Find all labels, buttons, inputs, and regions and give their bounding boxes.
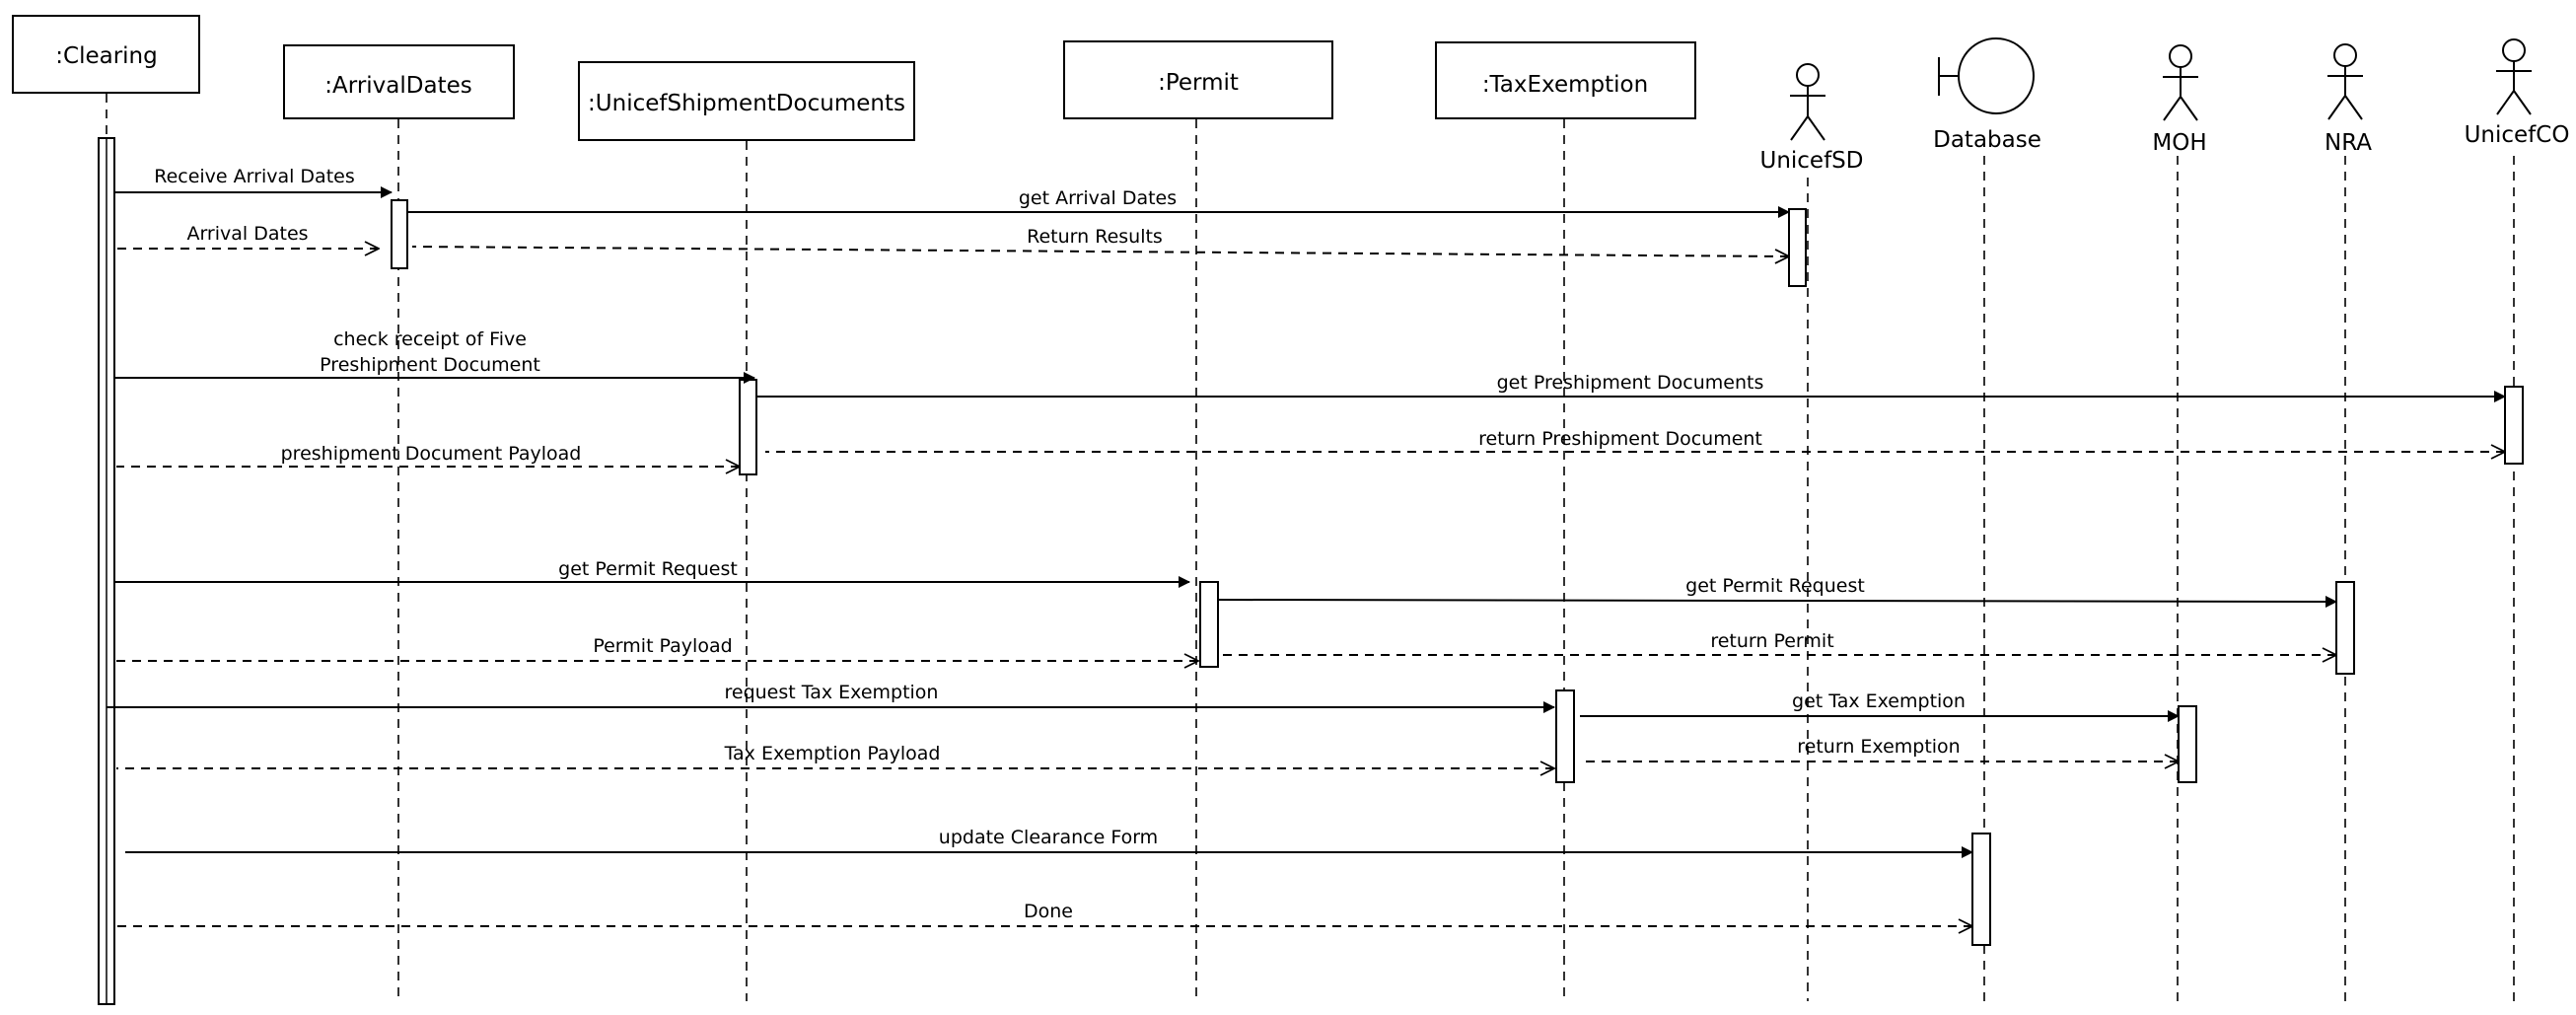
activation-unicefco xyxy=(2504,386,2524,465)
lifelines xyxy=(106,94,2515,1001)
activation-permit xyxy=(1199,581,1219,668)
message-label: Receive Arrival Dates xyxy=(154,166,355,187)
participant-label: :Permit xyxy=(1158,70,1239,96)
message-label: Done xyxy=(1024,901,1073,922)
participant-moh: MOH xyxy=(2152,44,2207,156)
stick-figure-icon xyxy=(1790,63,1825,141)
participant-label: :TaxExemption xyxy=(1482,72,1648,98)
participant-unicef-shipment-documents: :UnicefShipmentDocuments xyxy=(578,61,915,141)
participant-unicefco: UnicefCO xyxy=(2465,38,2570,148)
participant-clearing: :Clearing xyxy=(12,15,200,94)
message-label: Tax Exemption Payload xyxy=(724,743,941,764)
message-label: preshipment Document Payload xyxy=(281,443,582,465)
message-label: update Clearance Form xyxy=(939,827,1158,848)
message-label: get Permit Request xyxy=(558,558,738,580)
message-return-exemption: return Exemption xyxy=(1580,736,2179,761)
message-get-preshipment-documents: get Preshipment Documents xyxy=(756,372,2506,402)
message-label: get Tax Exemption xyxy=(1792,690,1966,712)
message-permit-payload: Permit Payload xyxy=(116,635,1198,661)
participant-label: NRA xyxy=(2325,130,2372,156)
participant-label: UnicefCO xyxy=(2465,122,2570,148)
message-label: Permit Payload xyxy=(593,635,732,657)
message-label: return Exemption xyxy=(1797,736,1960,758)
participant-arrival-dates: :ArrivalDates xyxy=(283,44,515,119)
message-label: get Preshipment Documents xyxy=(1497,372,1764,394)
participant-unicefsd: UnicefSD xyxy=(1759,63,1864,174)
activation-nra xyxy=(2335,581,2355,675)
message-label: return Preshipment Document xyxy=(1478,428,1762,450)
message-return-permit: return Permit xyxy=(1220,630,2336,655)
message-label: return Permit xyxy=(1710,630,1833,652)
activation-arrival-dates xyxy=(391,199,408,269)
message-get-tax-exemption: get Tax Exemption xyxy=(1580,690,2180,722)
activation-moh xyxy=(2178,705,2197,783)
messages: Receive Arrival Dates get Arrival Dates … xyxy=(107,166,2506,926)
participant-database: Database xyxy=(1933,37,2041,153)
message-label: request Tax Exemption xyxy=(725,682,939,703)
boundary-icon xyxy=(1938,37,2035,114)
message-return-preshipment-document: return Preshipment Document xyxy=(765,428,2505,452)
participant-nra: NRA xyxy=(2325,43,2372,156)
stick-figure-icon xyxy=(2327,43,2363,120)
message-check-receipt: check receipt of Five Preshipment Docume… xyxy=(114,328,755,384)
participant-label: :Clearing xyxy=(55,43,157,69)
participant-label: Database xyxy=(1933,127,2041,153)
activations xyxy=(98,137,2524,1005)
activation-unicefsd xyxy=(1788,208,1807,287)
activation-unicef-shipment-documents xyxy=(739,379,757,475)
message-arrival-dates-return: Arrival Dates xyxy=(116,223,379,249)
message-tax-exemption-payload: Tax Exemption Payload xyxy=(116,743,1554,768)
message-done: Done xyxy=(116,901,1972,926)
participant-label: :UnicefShipmentDocuments xyxy=(588,91,905,116)
message-label-line2: Preshipment Document xyxy=(320,354,540,376)
participant-label: UnicefSD xyxy=(1759,148,1863,174)
message-get-permit-request: get Permit Request xyxy=(114,558,1190,588)
message-get-permit-request-nra: get Permit Request xyxy=(1217,575,2337,608)
message-label: Return Results xyxy=(1027,226,1163,248)
participant-permit: :Permit xyxy=(1063,40,1333,119)
stick-figure-icon xyxy=(2163,44,2198,121)
message-label: get Arrival Dates xyxy=(1019,187,1177,209)
message-request-tax-exemption: request Tax Exemption xyxy=(107,682,1555,713)
message-label: get Permit Request xyxy=(1685,575,1865,597)
message-update-clearance-form: update Clearance Form xyxy=(125,827,1973,858)
message-receive-arrival-dates: Receive Arrival Dates xyxy=(114,166,393,198)
message-get-arrival-dates: get Arrival Dates xyxy=(407,187,1790,218)
participant-tax-exemption: :TaxExemption xyxy=(1435,41,1696,119)
message-preshipment-document-payload: preshipment Document Payload xyxy=(116,443,740,467)
message-label: check receipt of Five xyxy=(333,328,527,350)
stick-figure-icon xyxy=(2496,38,2532,115)
activation-tax-exemption xyxy=(1555,689,1575,783)
participant-label: :ArrivalDates xyxy=(324,73,471,99)
activation-database xyxy=(1971,833,1991,946)
participant-label: MOH xyxy=(2152,130,2206,156)
message-return-results: Return Results xyxy=(411,226,1789,256)
message-label: Arrival Dates xyxy=(186,223,308,245)
